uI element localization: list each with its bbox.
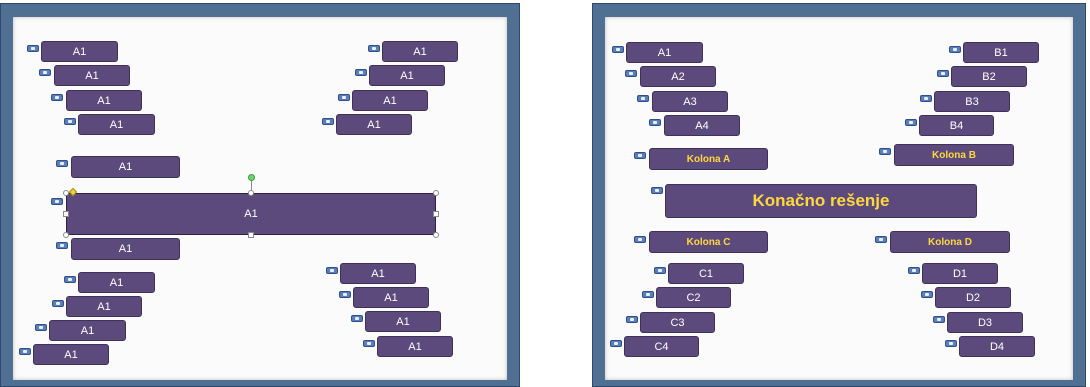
- column-d-box[interactable]: Kolona D: [890, 231, 1010, 253]
- resize-handle-t[interactable]: [248, 190, 254, 196]
- expand-tag-icon[interactable]: [879, 148, 891, 155]
- answer-box-b1[interactable]: B1: [963, 42, 1039, 63]
- answer-box-c4[interactable]: C4: [624, 336, 699, 357]
- answer-box-c3[interactable]: C3: [640, 312, 715, 333]
- expand-tag-icon[interactable]: [651, 187, 663, 194]
- answer-box-c1[interactable]: C1: [668, 263, 744, 284]
- expand-tag-icon[interactable]: [64, 118, 76, 125]
- expand-tag-icon[interactable]: [35, 324, 47, 331]
- column-box[interactable]: A1: [71, 238, 180, 260]
- answer-box[interactable]: A1: [66, 296, 142, 317]
- resize-handle-r[interactable]: [433, 211, 439, 217]
- expand-tag-icon[interactable]: [634, 152, 646, 159]
- resize-handle-br[interactable]: [433, 232, 439, 238]
- final-answer-box[interactable]: A1: [66, 193, 436, 235]
- expand-tag-icon[interactable]: [612, 46, 624, 53]
- answer-box[interactable]: A1: [33, 344, 109, 365]
- answer-box-b3[interactable]: B3: [934, 91, 1010, 112]
- answer-box-a3[interactable]: A3: [652, 91, 728, 112]
- expand-tag-icon[interactable]: [355, 69, 367, 76]
- expand-tag-icon[interactable]: [39, 69, 51, 76]
- answer-box[interactable]: A1: [66, 90, 142, 111]
- expand-tag-icon[interactable]: [339, 291, 351, 298]
- expand-tag-icon[interactable]: [933, 316, 945, 323]
- answer-box[interactable]: A1: [54, 65, 130, 86]
- final-solution-box[interactable]: Konačno rešenje: [665, 184, 977, 218]
- answer-box[interactable]: A1: [78, 114, 155, 135]
- answer-box[interactable]: A1: [377, 336, 453, 357]
- expand-tag-icon[interactable]: [945, 340, 957, 347]
- answer-box-d1[interactable]: D1: [922, 263, 998, 284]
- answer-box-b4[interactable]: B4: [919, 115, 994, 136]
- answer-box[interactable]: A1: [78, 272, 155, 293]
- expand-tag-icon[interactable]: [52, 300, 64, 307]
- resize-handle-tr[interactable]: [433, 190, 439, 196]
- resize-handle-l[interactable]: [63, 211, 69, 217]
- column-c-box[interactable]: Kolona C: [649, 231, 768, 253]
- expand-tag-icon[interactable]: [351, 315, 363, 322]
- expand-tag-icon[interactable]: [338, 94, 350, 101]
- column-b-box[interactable]: Kolona B: [894, 144, 1014, 166]
- expand-tag-icon[interactable]: [56, 242, 68, 249]
- answer-box[interactable]: A1: [353, 287, 429, 308]
- answer-box-a2[interactable]: A2: [640, 66, 716, 87]
- answer-box-d4[interactable]: D4: [959, 336, 1035, 357]
- expand-tag-icon[interactable]: [626, 316, 638, 323]
- expand-tag-icon[interactable]: [326, 267, 338, 274]
- expand-tag-icon[interactable]: [875, 236, 887, 243]
- expand-tag-icon[interactable]: [920, 95, 932, 102]
- expand-tag-icon[interactable]: [363, 340, 375, 347]
- rotation-handle[interactable]: [248, 174, 255, 181]
- expand-tag-icon[interactable]: [949, 46, 961, 53]
- expand-tag-icon[interactable]: [649, 119, 661, 126]
- column-a-box[interactable]: Kolona A: [649, 148, 768, 170]
- expand-tag-icon[interactable]: [908, 267, 920, 274]
- expand-tag-icon[interactable]: [937, 70, 949, 77]
- answer-box[interactable]: A1: [336, 114, 412, 135]
- expand-tag-icon[interactable]: [654, 267, 666, 274]
- expand-tag-icon[interactable]: [610, 340, 622, 347]
- expand-tag-icon[interactable]: [56, 160, 68, 167]
- expand-tag-icon[interactable]: [634, 236, 646, 243]
- expand-tag-icon[interactable]: [322, 118, 334, 125]
- answer-box-a1[interactable]: A1: [626, 42, 703, 63]
- rotation-handle-stem: [251, 181, 252, 192]
- expand-tag-icon[interactable]: [637, 95, 649, 102]
- expand-tag-icon[interactable]: [64, 276, 76, 283]
- answer-box[interactable]: A1: [352, 90, 428, 111]
- expand-tag-icon[interactable]: [905, 119, 917, 126]
- expand-tag-icon[interactable]: [19, 348, 31, 355]
- answer-box-d2[interactable]: D2: [935, 287, 1011, 308]
- answer-box[interactable]: A1: [365, 311, 441, 332]
- answer-box-c2[interactable]: C2: [656, 287, 731, 308]
- answer-box[interactable]: A1: [41, 41, 118, 62]
- expand-tag-icon[interactable]: [51, 198, 63, 205]
- answer-box-d3[interactable]: D3: [947, 312, 1023, 333]
- expand-tag-icon[interactable]: [368, 45, 380, 52]
- answer-box-a4[interactable]: A4: [664, 115, 740, 136]
- column-box[interactable]: A1: [71, 156, 180, 178]
- answer-box[interactable]: A1: [369, 65, 445, 86]
- answer-box[interactable]: A1: [49, 320, 126, 341]
- expand-tag-icon[interactable]: [625, 70, 637, 77]
- answer-box[interactable]: A1: [382, 41, 458, 62]
- resize-handle-tl[interactable]: [63, 190, 69, 196]
- answer-box-b2[interactable]: B2: [951, 66, 1027, 87]
- resize-handle-bl[interactable]: [63, 232, 69, 238]
- resize-handle-b[interactable]: [248, 232, 254, 238]
- expand-tag-icon[interactable]: [921, 291, 933, 298]
- expand-tag-icon[interactable]: [642, 291, 654, 298]
- expand-tag-icon[interactable]: [27, 45, 39, 52]
- answer-box[interactable]: A1: [340, 263, 416, 284]
- expand-tag-icon[interactable]: [51, 94, 63, 101]
